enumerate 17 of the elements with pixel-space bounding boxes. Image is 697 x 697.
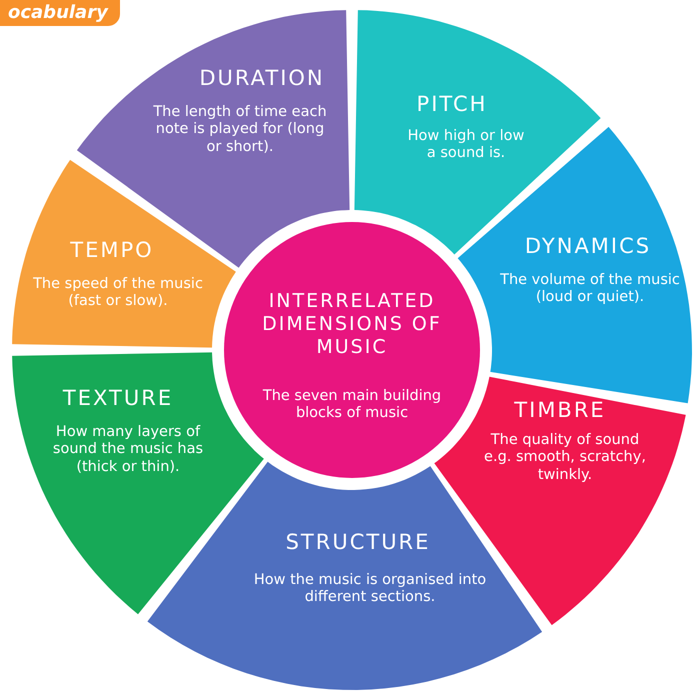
segment-description: How high or low a sound is. [406, 128, 526, 163]
segment-description: The speed of the music (fast or slow). [32, 276, 204, 311]
segment-description: How the music is organised into different sections. [252, 572, 488, 607]
segment-title: DYNAMICS [524, 234, 652, 260]
segment-description: The volume of the music (loud or quiet). [499, 272, 681, 307]
segment-title: DURATION [199, 66, 325, 92]
segment-title: TIMBRE [514, 398, 606, 424]
segment-title: STRUCTURE [286, 530, 430, 556]
segment-title: PITCH [416, 92, 488, 118]
heading-tab: ocabulary [0, 0, 120, 26]
center-title: INTERRELATED DIMENSIONS OF MUSIC [261, 290, 443, 358]
segment-description: The quality of sound e.g. smooth, scratchy, twinkly. [483, 432, 647, 484]
segment-description: The length of time each note is played for (long or short). [152, 104, 328, 156]
segment-title: TEMPO [70, 238, 154, 264]
center-description: The seven main building blocks of music [262, 388, 442, 423]
segment-description: How many layers of sound the music has (thick or thin). [52, 424, 204, 476]
segment-title: TEXTURE [62, 386, 174, 412]
